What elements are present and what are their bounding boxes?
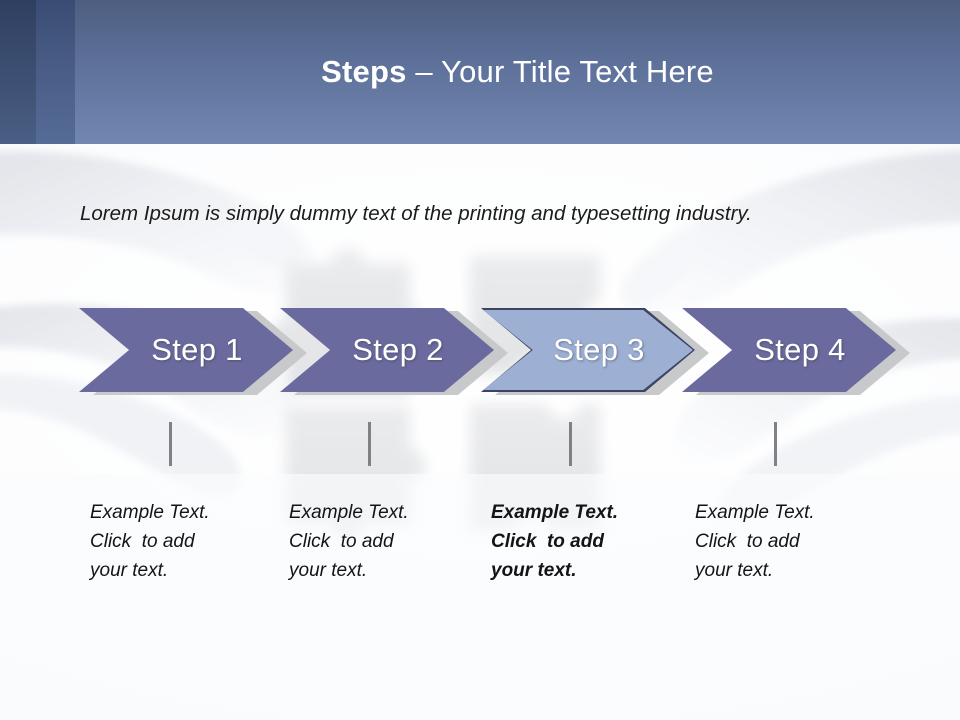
process-step-1[interactable]: Step 1 [79, 308, 307, 395]
caption-1-line-1: Example Text. [90, 502, 210, 523]
caption-3-line-2: Click to add [491, 531, 604, 552]
caption-2-line-1: Example Text. [289, 502, 409, 523]
title-bar: Steps – Your Title Text Here [0, 0, 960, 144]
caption-4-line-2: Click to add [695, 531, 800, 552]
caption-step-2[interactable]: Example Text. Click to add your text. [289, 498, 474, 585]
page-title-strong: Steps [321, 54, 407, 89]
step-4-label: Step 4 [754, 332, 846, 367]
background-photo-hands-puzzle [0, 144, 960, 720]
page-title-rest: – Your Title Text Here [406, 54, 714, 89]
connector-tick-1 [169, 422, 172, 466]
connector-tick-row [0, 422, 960, 468]
header-accent-band-dark [0, 0, 36, 144]
caption-3-line-3: your text. [491, 560, 577, 581]
step-1-label: Step 1 [151, 332, 243, 367]
caption-1-line-2: Click to add [90, 531, 195, 552]
header-accent-band-mid [36, 0, 75, 144]
caption-3-line-1: Example Text. [491, 502, 619, 523]
header-main-band [75, 0, 960, 144]
caption-2-line-2: Click to add [289, 531, 394, 552]
lead-paragraph: Lorem Ipsum is simply dummy text of the … [80, 202, 752, 225]
caption-row: Example Text. Click to add your text. Ex… [0, 498, 960, 608]
process-step-4[interactable]: Step 4 [682, 308, 910, 395]
step-2-label: Step 2 [352, 332, 444, 367]
caption-4-line-1: Example Text. [695, 502, 815, 523]
caption-step-4[interactable]: Example Text. Click to add your text. [695, 498, 880, 585]
process-step-3[interactable]: Step 3 [481, 308, 709, 395]
page-title: Steps – Your Title Text Here [75, 52, 960, 92]
step-3-label: Step 3 [553, 332, 645, 367]
caption-2-line-3: your text. [289, 560, 368, 581]
process-step-2[interactable]: Step 2 [280, 308, 508, 395]
caption-1-line-3: your text. [90, 560, 169, 581]
connector-tick-3 [569, 422, 572, 466]
process-chevron-row: Step 1 Step 2 Step 3 Step 4 [0, 300, 960, 400]
caption-step-1[interactable]: Example Text. Click to add your text. [90, 498, 275, 585]
connector-tick-4 [774, 422, 777, 466]
caption-4-line-3: your text. [695, 560, 774, 581]
connector-tick-2 [368, 422, 371, 466]
caption-step-3[interactable]: Example Text. Click to add your text. [491, 498, 676, 585]
